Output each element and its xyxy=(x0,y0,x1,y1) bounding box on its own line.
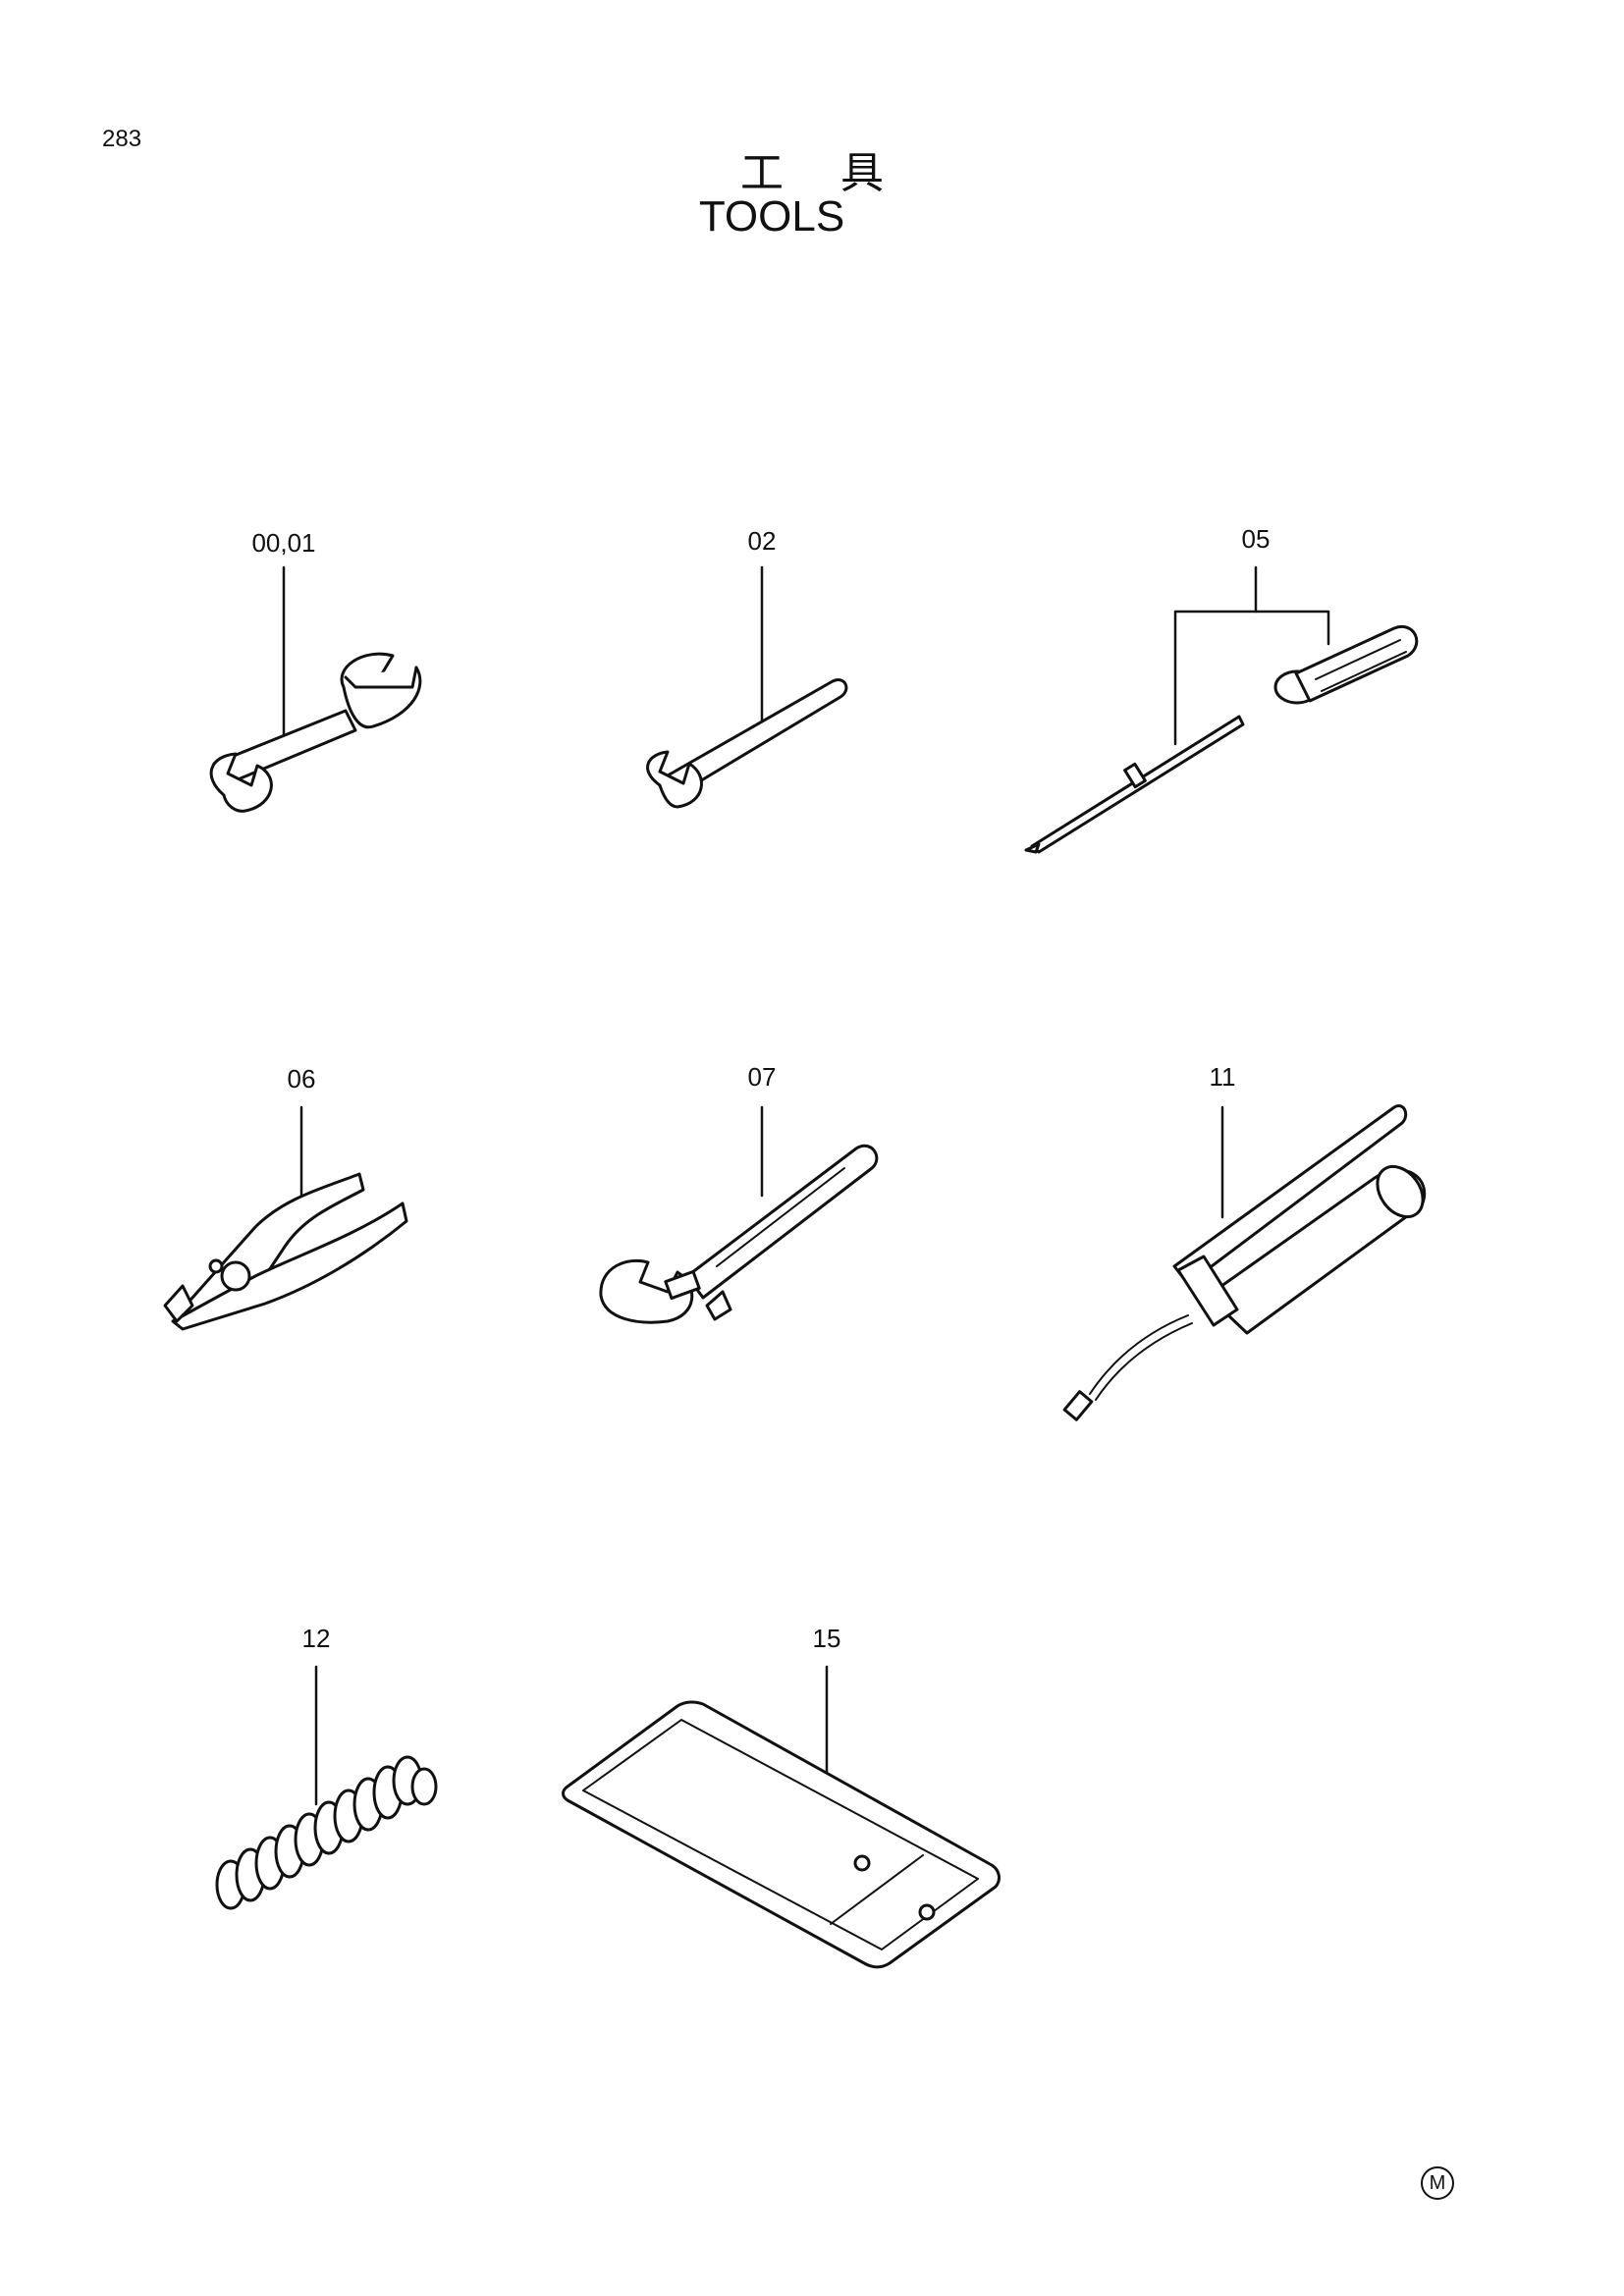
adjustable-wrench-icon xyxy=(599,1105,879,1324)
double-end-spanner-icon xyxy=(209,565,422,813)
page-number: 283 xyxy=(102,126,142,152)
part-label-06: 06 xyxy=(287,1064,316,1094)
page-title-japanese: 工具 xyxy=(740,148,941,198)
grease-gun-icon xyxy=(1062,1104,1427,1421)
part-label-02: 02 xyxy=(747,526,777,556)
page-title: TOOLS xyxy=(698,192,845,240)
part-label-05: 05 xyxy=(1241,524,1271,554)
bellows-icon xyxy=(215,1665,438,1910)
pliers-icon xyxy=(163,1105,408,1331)
part-label-12: 12 xyxy=(301,1624,331,1653)
part-label-15: 15 xyxy=(812,1624,841,1653)
single-end-spanner-icon xyxy=(646,565,848,809)
circled-m-mark: M xyxy=(1421,2166,1454,2200)
tool-bag-icon xyxy=(562,1665,1001,1969)
screwdriver-set-icon xyxy=(1024,565,1419,854)
part-label-07: 07 xyxy=(747,1062,777,1092)
part-label-00-01: 00,01 xyxy=(251,528,316,558)
part-label-11: 11 xyxy=(1209,1062,1236,1092)
